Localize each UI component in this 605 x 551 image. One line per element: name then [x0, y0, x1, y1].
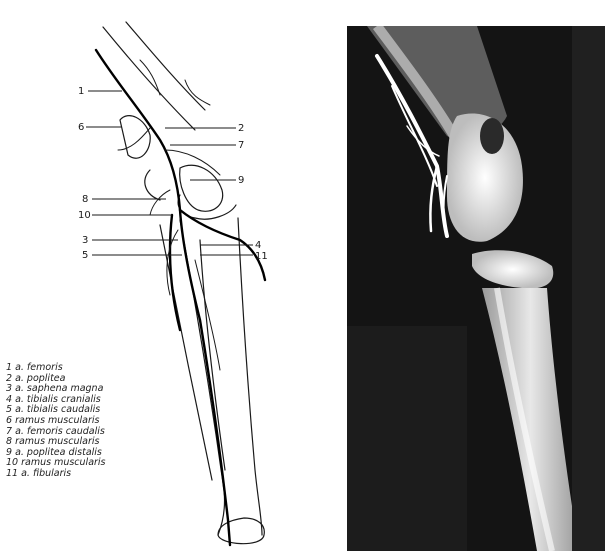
callout-4: 4: [255, 240, 261, 251]
legend-item: 1 a. femoris: [6, 363, 106, 374]
callout-10: 10: [78, 210, 91, 221]
callout-2: 2: [238, 123, 244, 134]
callout-5: 5: [82, 250, 88, 261]
legend-item: 11 a. fibularis: [6, 469, 106, 480]
callout-1: 1: [78, 86, 84, 97]
patella-outline: [120, 116, 150, 159]
callout-9: 9: [238, 175, 244, 186]
femoral-condyle: [180, 165, 223, 211]
legend: 1 a. femoris 2 a. poplitea 3 a. saphena …: [6, 363, 106, 480]
callout-6: 6: [78, 122, 84, 133]
legend-item: 6 ramus muscularis: [6, 416, 106, 427]
angiogram-xray-image: [347, 26, 605, 551]
callout-7: 7: [238, 140, 244, 151]
callout-3: 3: [82, 235, 88, 246]
artery-branch-caudal: [170, 215, 180, 330]
callout-8: 8: [82, 194, 88, 205]
distal-bone-end: [218, 518, 264, 544]
callout-11: 11: [255, 251, 268, 262]
